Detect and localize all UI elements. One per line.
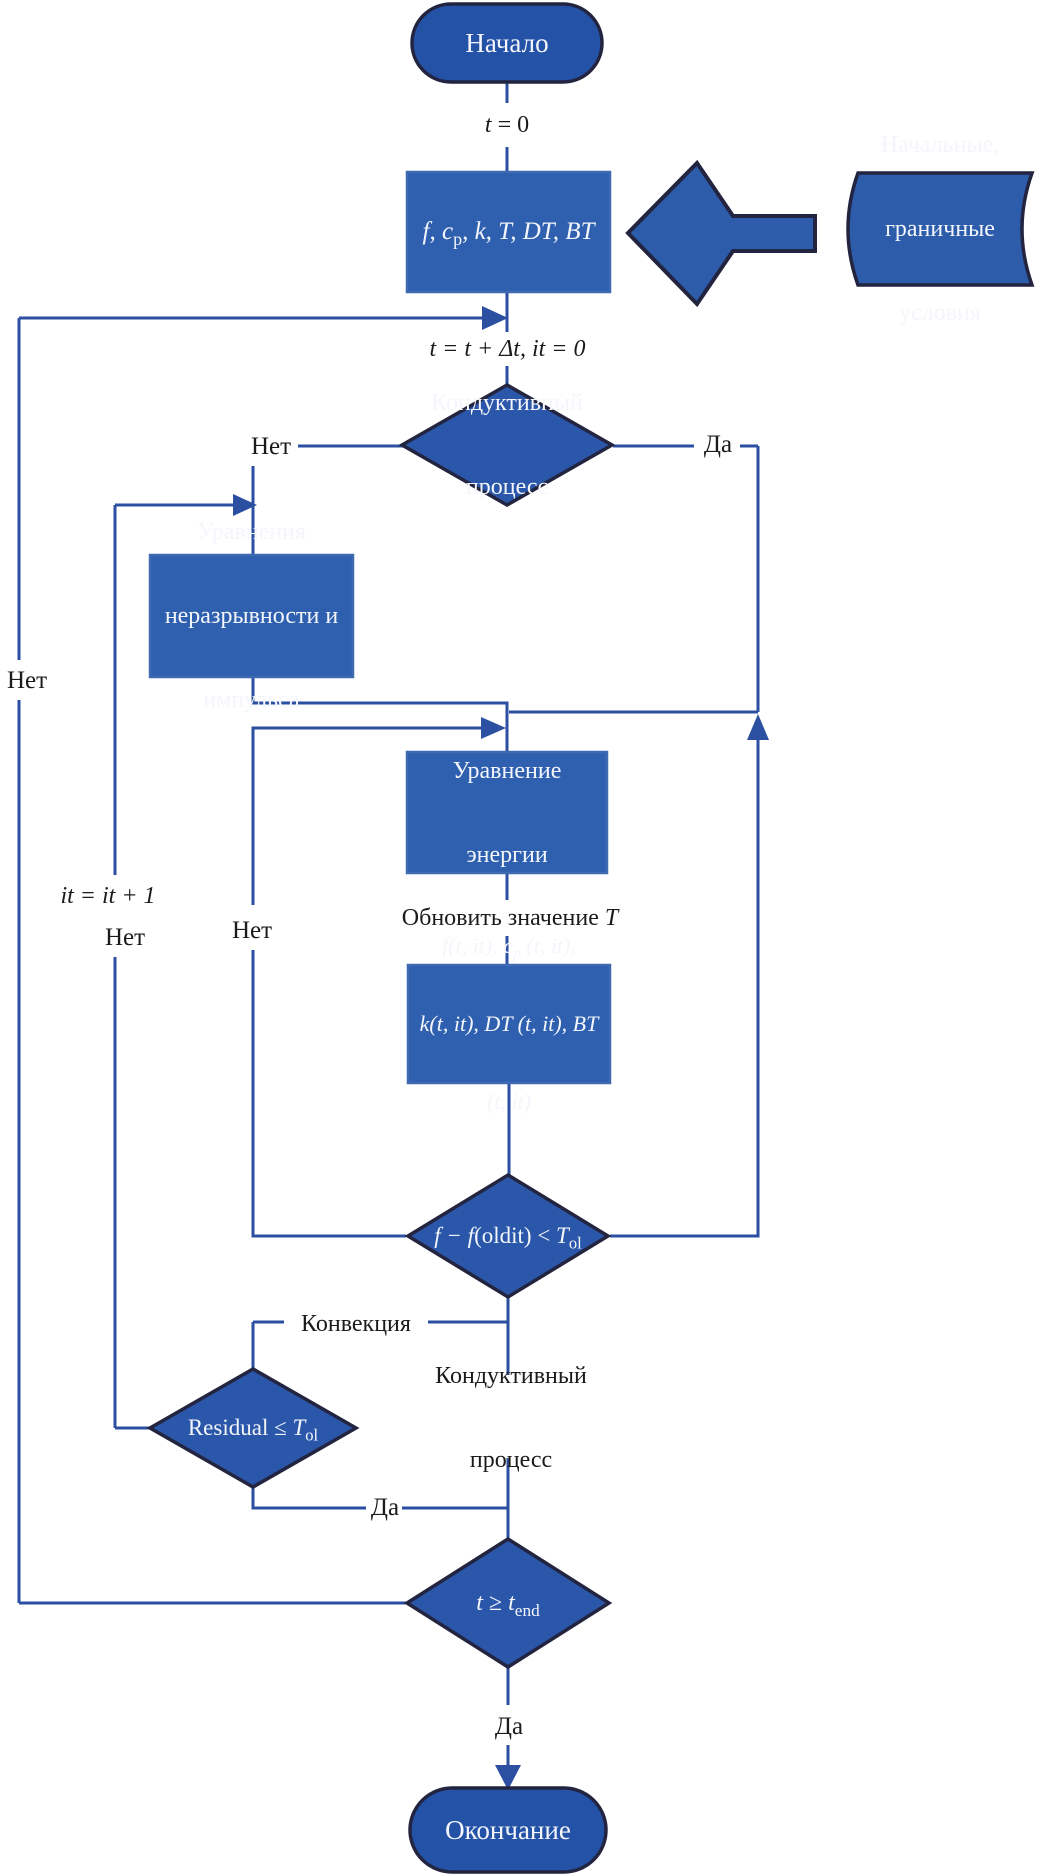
t-step-label: t = t + Δt, it = 0 [395,334,620,364]
t0-var: t [484,112,492,138]
iteration-label: it = it + 1 [52,882,164,910]
converged-text: f − f(oldit) < Tol [434,1223,582,1253]
arrowhead-entry-icon [482,306,508,330]
convection-label: Конвекция [288,1310,424,1338]
start-text: Начало [465,28,549,58]
end-node-label: Окончание [410,1788,606,1872]
input-data-label: Начальные, граничные условия [842,132,1038,326]
no2-text: Нет [6,667,48,694]
momentum-node [148,553,355,679]
yes3-text: Да [494,1713,524,1740]
input-data-node [846,171,1035,287]
energy-node [405,750,609,875]
no-label-iter-loop: Нет [90,924,160,952]
decision-conductive-lines: Кондуктивный процесс [431,390,583,500]
end-text: Окончание [445,1815,571,1845]
update-props-lines: f(t, it), cp (t, it), k(t, it), DT (t, i… [419,933,599,1114]
decision-residual-label: Residual ≤ Tol [150,1408,356,1448]
t-step-text: t = t + Δt, it = 0 [429,336,586,362]
connector-converged-right-loop [610,740,760,1238]
momentum-lines: Уравнения неразрывности и импульса [164,519,339,713]
residual-text: Residual ≤ Tol [187,1415,319,1445]
arrowhead-up-merge-icon [747,714,769,740]
arrowheads [233,306,769,1790]
decision-time-label: t ≥ tend [428,1585,588,1621]
arrowhead-end-icon [495,1765,521,1790]
decision-residual-node [146,1366,360,1490]
conductive-path-label: Кондуктивный процесс [420,1363,602,1473]
connector-convection-branch [251,1320,508,1369]
init-vars-text: f, cp, k, T, DT, BT [422,218,595,249]
no-label-conductive: Нет [245,432,297,462]
momentum-label: Уравнения неразрывности и импульса [150,519,353,713]
init-vars-node [405,170,612,294]
start-node-label: Начало [412,4,602,82]
yes-label-residual: Да [362,1494,408,1522]
decision-conductive-node [398,382,616,508]
arrowhead-iter-loop-icon [233,494,257,516]
time-text: t ≥ tend [476,1590,540,1620]
yes-label-time: Да [486,1712,532,1742]
connector-momentum-energy [251,677,509,752]
no1-text: Нет [250,433,292,460]
connector-d1-no [251,444,403,555]
yes-label-conductive: Да [695,430,741,460]
connector-residual-yes [251,1486,507,1510]
t0-value: = 0 [491,112,530,138]
connectors [17,82,760,1768]
update-props-label: f(t, it), cp (t, it), k(t, it), DT (t, i… [408,933,610,1114]
decision-time-node [403,1536,613,1670]
no4-text: Нет [231,917,273,944]
conductive-path-lines: Кондуктивный процесс [435,1363,587,1473]
no3-text: Нет [104,924,146,951]
yes1-text: Да [703,431,733,458]
update-T-label: Обновить значение T [360,903,660,933]
update-T-text: Обновить значение T [401,905,619,931]
block-arrow-icon [625,159,817,308]
decision-converged-node [404,1172,612,1300]
no-label-inner-loop: Нет [218,917,286,945]
energy-lines: Уравнение энергии [452,757,562,868]
energy-label: Уравнение энергии [407,752,607,873]
no-label-outer-loop: Нет [2,667,52,695]
connector-converged-no-loop [251,726,481,1238]
update-props-node [406,963,612,1085]
connector-d1-yes [509,444,760,714]
input-data-lines: Начальные, граничные условия [880,132,1000,326]
decision-converged-label: f − f(oldit) < Tol [413,1216,603,1256]
arrowhead-inner-loop-icon [481,717,506,739]
end-node [408,1786,608,1874]
convection-text: Конвекция [301,1311,411,1337]
yes2-text: Да [370,1494,400,1521]
connector-residual-iter-loop [113,503,233,1430]
decision-conductive-label: Кондуктивный процесс [402,387,612,503]
iter-text: it = it + 1 [60,883,156,909]
t0-label: t = 0 [440,108,574,142]
init-vars-label: f, cp, k, T, DT, BT [407,172,610,292]
start-node [410,2,604,84]
connector-d3-no-loop [17,318,407,1605]
